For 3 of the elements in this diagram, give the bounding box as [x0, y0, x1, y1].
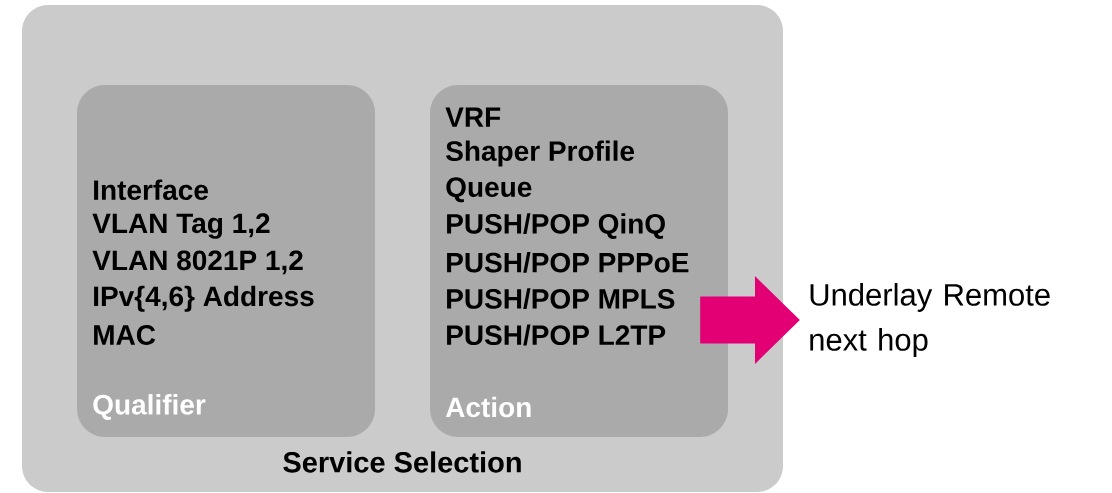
- action-box: VRF Shaper Profile Queue PUSH/POP QinQ PUSH/POP PPPoE PUSH/POP MPLS PUSH/POP L2TP Action: [430, 85, 728, 437]
- note-text: Underlay Remote next hop: [810, 283, 1050, 357]
- qualifier-box: Interface VLAN Tag 1,2 VLAN 8021P 1,2 IPv{4,6} Address MAC Qualifier: [77, 85, 375, 437]
